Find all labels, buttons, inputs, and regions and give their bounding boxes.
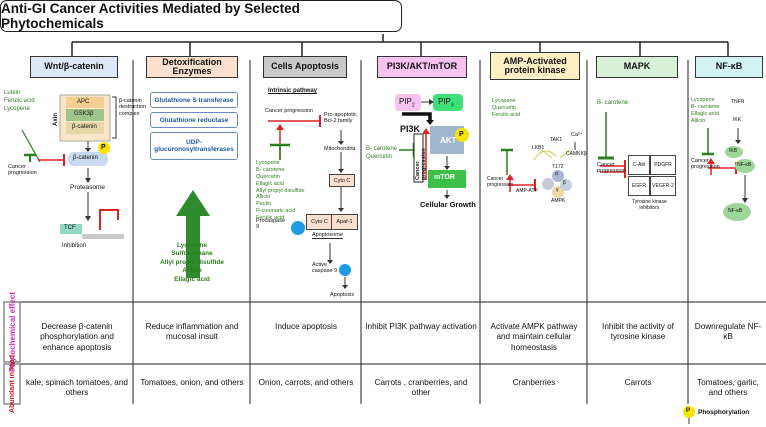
enzyme-gst: Glutathione S transferase xyxy=(150,92,238,108)
mitochondria: Mitochondria xyxy=(324,146,356,152)
effect-wnt: Decrease β-catenin phosphorylation and e… xyxy=(40,322,114,352)
diagram-title: Anti-GI Cancer Activities Mediated by Se… xyxy=(0,0,402,32)
effect-apoptosis: Induce apoptosis xyxy=(275,322,337,331)
kinase-egfr: EGFR xyxy=(628,176,650,196)
pi3k-phytochemicals: B- carotene Quercetin xyxy=(366,146,398,161)
food-pi3k: Carrots , cranberries, and other xyxy=(374,378,468,398)
apoptosome-cyto-c: Cyto C xyxy=(306,214,333,230)
ikk: IKK xyxy=(733,117,742,123)
enzyme-ugt: UDP-glucuronosyltransferases xyxy=(150,132,238,160)
amp-atp: AMP-ATP xyxy=(516,188,538,194)
apop-phytochemicals: Lycopene B- carotene Quercetin Ellagic a… xyxy=(256,160,305,221)
pro-apoptotic-bcl2: Pro-apoptotic Bcl-2 family xyxy=(324,112,357,125)
legend-p: P xyxy=(686,408,691,414)
calcium: Ca²⁺ xyxy=(571,132,583,138)
mapk-cancer-progression: Cancer progression xyxy=(597,162,626,175)
pi3k-label: PI3K xyxy=(400,124,421,134)
wnt-proteasome: Proteasome xyxy=(70,184,106,191)
akt: AKT xyxy=(440,136,457,145)
effect-nfkb: Downregulate NF-κB xyxy=(694,322,762,342)
kinase-pdgfr: PDGFR xyxy=(650,155,676,175)
ampk-beta: β xyxy=(563,180,566,186)
wnt-bcatenin: β-catenin xyxy=(73,155,98,161)
food-nfkb: Tomatoes, garlic, and others xyxy=(697,378,759,398)
wnt-tcf: TCF xyxy=(64,225,76,231)
apop-cancer-progression: Cancer progression xyxy=(265,108,313,114)
apoptosome: Apoptosome xyxy=(312,232,343,240)
nfkb-cancer-progression: Cancer progression xyxy=(691,158,720,171)
tak1: TAK1 xyxy=(550,137,563,143)
pi3k-cancer-progression: Cancer progression xyxy=(415,148,428,180)
effect-pi3k: Inhibit PI3K pathway activation xyxy=(365,322,477,331)
header-detox: Detoxification Enzymes xyxy=(146,56,238,78)
lkb1: LKB1 xyxy=(532,145,545,151)
apoptosis-outcome: Apoptosis xyxy=(330,292,355,298)
enzyme-gr: Glutathione reductase xyxy=(150,112,238,128)
nfkb-complex: NF-κB xyxy=(737,162,752,168)
header-nfkb: NF-κB xyxy=(695,56,763,78)
t172: T172 xyxy=(552,164,564,170)
row-label-effect: Phytochemical effect xyxy=(7,291,17,373)
wnt-bcatenin-complex: β-catenin xyxy=(72,124,97,130)
food-apoptosis: Onion, carrots, and others xyxy=(258,378,354,387)
camkkb: CAMKKβ xyxy=(566,151,587,157)
nfkb-nuclear: NF-κB xyxy=(728,208,743,214)
effect-detox: Reduce inflammation and mucosal insult xyxy=(145,322,239,342)
pip2: PIP2 xyxy=(399,97,415,109)
kinase-cabl: C-Abl xyxy=(628,155,650,175)
food-mapk: Carrots xyxy=(624,378,652,387)
cyto-c: Cyto C xyxy=(329,174,355,187)
header-wnt: Wnt/β-catenin xyxy=(30,56,118,78)
nfkb-phytochemicals: Lycopene B- carotene Ellagic acid Allici… xyxy=(691,97,720,125)
detox-phytochemicals: Lycopene Sulforaphane Allyl propyl disul… xyxy=(160,242,224,283)
ampk-cancer-progression: Cancer progression xyxy=(487,176,514,188)
mapk-phytochemicals: B- carotene xyxy=(597,100,629,106)
wnt-inhibition: Inhibition xyxy=(62,243,87,249)
mtor: mTOR xyxy=(434,174,455,181)
header-ampk: AMP-Activated protein kinase xyxy=(490,52,580,80)
effect-ampk: Activate AMPK pathway and maintain cellu… xyxy=(490,322,578,352)
wnt-axin: Axin xyxy=(53,112,59,126)
food-wnt: kale, spinach tomatoes, and others xyxy=(26,378,128,398)
wnt-apc: APC xyxy=(77,99,90,105)
procaspase-9: Procaspase 9 xyxy=(256,218,286,231)
pip3: PIP3 xyxy=(438,97,454,109)
cellular-growth: Cellular Growth xyxy=(420,200,476,209)
ikb: IKB xyxy=(729,148,738,154)
ampk-phytochemicals: Lycopene Quercetin Ferulic acid xyxy=(492,98,521,119)
wnt-phospho-p: P xyxy=(101,144,106,151)
ampk-alpha: α xyxy=(555,171,558,177)
wnt-gsk3b: GSK3β xyxy=(74,111,94,117)
ampk-label: AMPK xyxy=(551,198,566,204)
apaf-1: Apaf-1 xyxy=(331,214,358,230)
header-pi3k: PI3K/AKT/mTOR xyxy=(377,56,467,78)
intrinsic-pathway: Intrinsic pathway xyxy=(268,88,318,94)
effect-mapk: Inhibit the activity of tyrosine kinase xyxy=(602,322,674,342)
kinase-vegfr2: VEGFR-2 xyxy=(650,176,676,196)
legend-phosphorylation: Phosphorylation xyxy=(698,409,750,416)
food-ampk: Cranberries xyxy=(512,378,556,387)
ampk-gamma: γ xyxy=(556,187,559,193)
wnt-cancer-progression: Cancer progression xyxy=(8,164,37,177)
row-label-food: Abundant in food xyxy=(8,355,16,413)
pi3k-phospho-p: P xyxy=(459,131,464,138)
active-caspase-9: Active caspase 9 xyxy=(312,262,338,275)
food-detox: Tomatoes, onion, and others xyxy=(140,378,244,387)
header-apoptosis: Cells Apoptosis xyxy=(263,56,347,78)
tnfr: TNFR xyxy=(731,99,745,105)
wnt-phytochemicals: Lutein Ferulic acid Lycopene xyxy=(4,90,35,112)
header-mapk: MAPK xyxy=(596,56,678,78)
wnt-destruction-complex: β-catenin destruction complex xyxy=(119,98,146,117)
tyrosine-kinase-inhibitors: Tyrosine kinase inhibitors xyxy=(632,199,667,211)
